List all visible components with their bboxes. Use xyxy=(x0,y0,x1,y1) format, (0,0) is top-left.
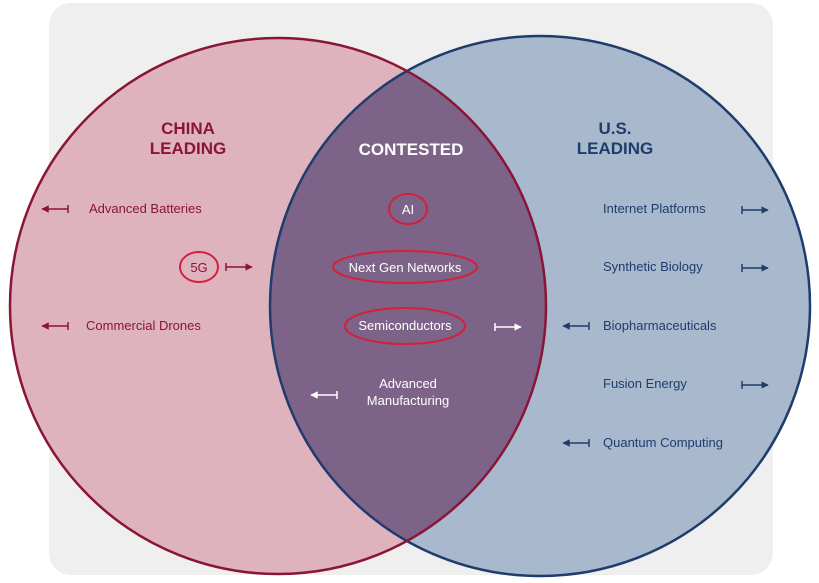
highlight-ring xyxy=(179,251,219,283)
overlap-region xyxy=(270,38,546,574)
contested-item-advanced-line2: Manufacturing xyxy=(367,393,449,408)
us-item-quantum-computing: Quantum Computing xyxy=(603,435,723,450)
us-item-biopharmaceuticals: Biopharmaceuticals xyxy=(603,318,717,333)
us-title-line2: LEADING xyxy=(577,139,654,158)
contested-item-ai: AI xyxy=(402,202,414,217)
us-item-fusion-energy: Fusion Energy xyxy=(603,376,687,391)
china-title-line2: LEADING xyxy=(150,139,227,158)
contested-item-advanced-line1: Advanced xyxy=(379,376,437,391)
us-title-line1: U.S. xyxy=(598,119,631,138)
contested-title: CONTESTED xyxy=(359,140,464,159)
highlight-ring xyxy=(388,193,428,225)
china-item-advanced-batteries: Advanced Batteries xyxy=(89,201,202,216)
china-circle-outline xyxy=(8,36,548,576)
china-title-line1: CHINA xyxy=(161,119,215,138)
contested-item-semiconductors: Semiconductors xyxy=(358,318,452,333)
us-item-internet-platforms: Internet Platforms xyxy=(603,201,706,216)
highlight-ring xyxy=(344,307,466,345)
us-item-synthetic-biology: Synthetic Biology xyxy=(603,259,703,274)
highlight-ring xyxy=(332,250,478,284)
contested-item-next-gen-networks: Next Gen Networks xyxy=(349,260,462,275)
china-item-commercial-drones: Commercial Drones xyxy=(86,318,201,333)
us-circle-outline xyxy=(268,34,812,578)
china-item-5g: 5G xyxy=(190,260,207,275)
